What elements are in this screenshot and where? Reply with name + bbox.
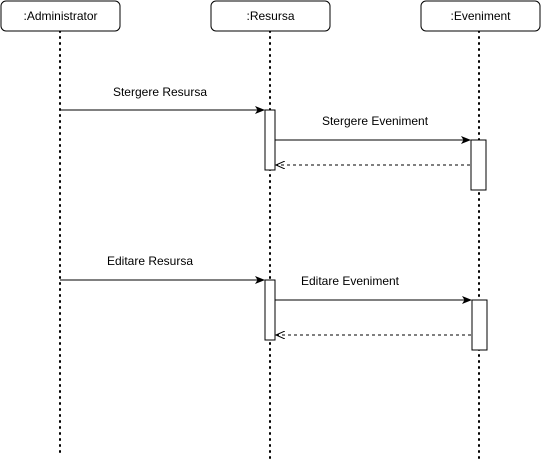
participant-administrator: :Administrator [0,0,121,32]
activation-bar-resursa-editare [264,279,276,341]
participant-label: :Eveniment [450,9,511,23]
message-editare-eveniment: Editare Eveniment [275,274,472,304]
message-label: Editare Resursa [107,254,193,268]
participant-eveniment: :Eveniment [420,0,541,32]
activation-bar-eveniment-editare [471,299,488,351]
message-label: Editare Eveniment [301,274,400,288]
activation-bar-eveniment-stergere [470,139,487,191]
participant-box [420,0,541,32]
participant-label: :Resursa [246,9,294,23]
participant-box [210,0,331,32]
message-label: Stergere Resursa [113,85,207,99]
participant-box [0,0,121,32]
message-label: Stergere Eveniment [322,114,429,128]
message-stergere-resursa: Stergere Resursa [60,85,265,114]
participant-resursa: :Resursa [210,0,331,32]
message-stergere-eveniment: Stergere Eveniment [275,114,471,144]
message-editare-resursa: Editare Resursa [60,254,265,284]
activation-bar-resursa-stergere [264,109,276,171]
participant-label: :Administrator [23,9,97,23]
